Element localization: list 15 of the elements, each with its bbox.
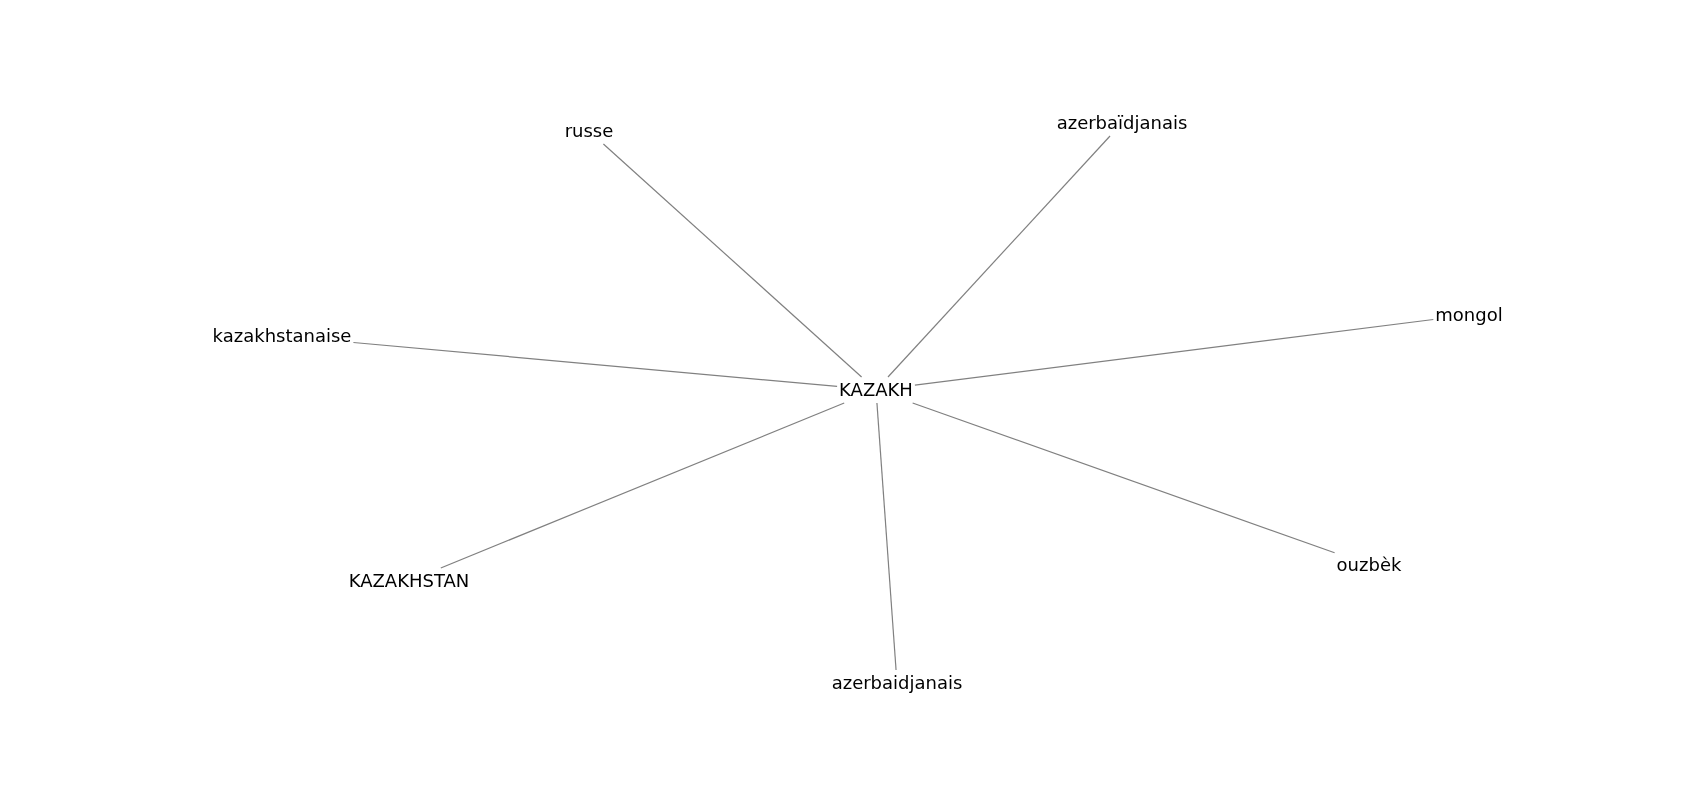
- word-label: russe: [564, 120, 614, 142]
- connector-line: [912, 402, 1336, 554]
- word-label: mongol: [1435, 304, 1503, 326]
- word-label: kazakhstanaise: [212, 325, 352, 347]
- word-label: azerbaidjanais: [831, 672, 963, 694]
- word-label: ouzbèk: [1336, 554, 1402, 576]
- connector-line: [602, 143, 863, 378]
- word-label: azerbaïdjanais: [1056, 112, 1188, 134]
- connector-line: [887, 135, 1111, 378]
- connector-line: [440, 402, 845, 569]
- connector-line: [352, 341, 838, 388]
- connector-line: [914, 318, 1434, 386]
- word-label: KAZAKHSTAN: [348, 570, 470, 592]
- word-label: KAZAKH: [839, 379, 913, 401]
- connector-line: [876, 402, 897, 671]
